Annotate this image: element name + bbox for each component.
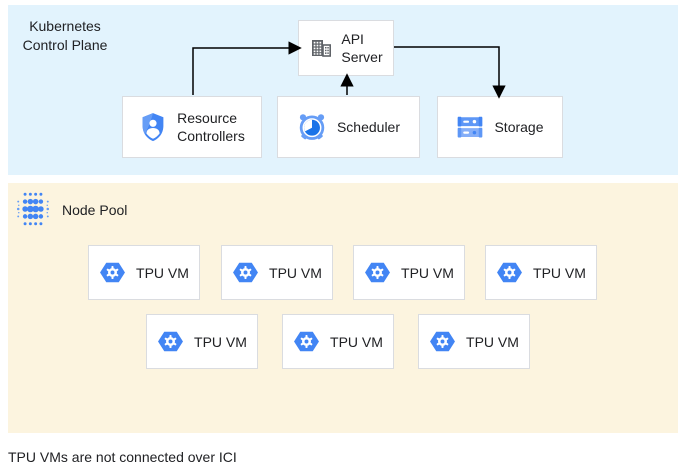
tpu-vm-label: TPU VM — [269, 264, 322, 281]
hexagon-gear-icon — [233, 262, 259, 283]
hexagon-gear-icon — [430, 331, 456, 352]
tpu-vm-node: TPU VM — [282, 314, 394, 369]
node-pool-panel — [8, 183, 678, 433]
tpu-vm-node: TPU VM — [221, 245, 333, 300]
scheduler-node: Scheduler — [277, 96, 420, 158]
hexagon-gear-icon — [497, 262, 523, 283]
storage-stack-icon — [458, 116, 483, 138]
scheduler-label: Scheduler — [336, 119, 401, 135]
tpu-vm-node: TPU VM — [353, 245, 465, 300]
tpu-vm-node: TPU VM — [418, 314, 530, 369]
resource-controllers-node: Resource Controllers — [122, 96, 262, 158]
tpu-vm-label: TPU VM — [466, 333, 519, 350]
hexagon-gear-icon — [365, 262, 391, 283]
alarm-clock-icon — [299, 114, 325, 140]
api-server-label: API Server — [341, 31, 383, 65]
tpu-vm-label: TPU VM — [194, 333, 247, 350]
api-server-node: API Server — [298, 20, 394, 76]
hexagon-gear-icon — [294, 331, 320, 352]
footer-note: TPU VMs are not connected over ICI — [8, 449, 237, 465]
hexagon-gear-icon — [158, 331, 184, 352]
control-plane-title: Kubernetes Control Plane — [12, 17, 118, 55]
storage-node: Storage — [437, 96, 563, 158]
control-plane-title-line2: Control Plane — [22, 37, 108, 53]
building-icon — [312, 40, 332, 57]
tpu-vm-node: TPU VM — [485, 245, 597, 300]
tpu-vm-label: TPU VM — [136, 264, 189, 281]
control-plane-title-line1: Kubernetes — [29, 18, 101, 34]
dot-cluster-icon — [16, 192, 50, 226]
tpu-vm-node: TPU VM — [146, 314, 258, 369]
resource-controllers-label: Resource Controllers — [177, 110, 245, 144]
node-pool-title: Node Pool — [62, 202, 128, 218]
hexagon-gear-icon — [100, 262, 126, 283]
tpu-vm-node: TPU VM — [88, 245, 200, 300]
tpu-vm-label: TPU VM — [533, 264, 586, 281]
shield-user-icon — [142, 113, 164, 142]
tpu-vm-label: TPU VM — [330, 333, 383, 350]
tpu-vm-label: TPU VM — [401, 264, 454, 281]
storage-label: Storage — [494, 119, 544, 135]
